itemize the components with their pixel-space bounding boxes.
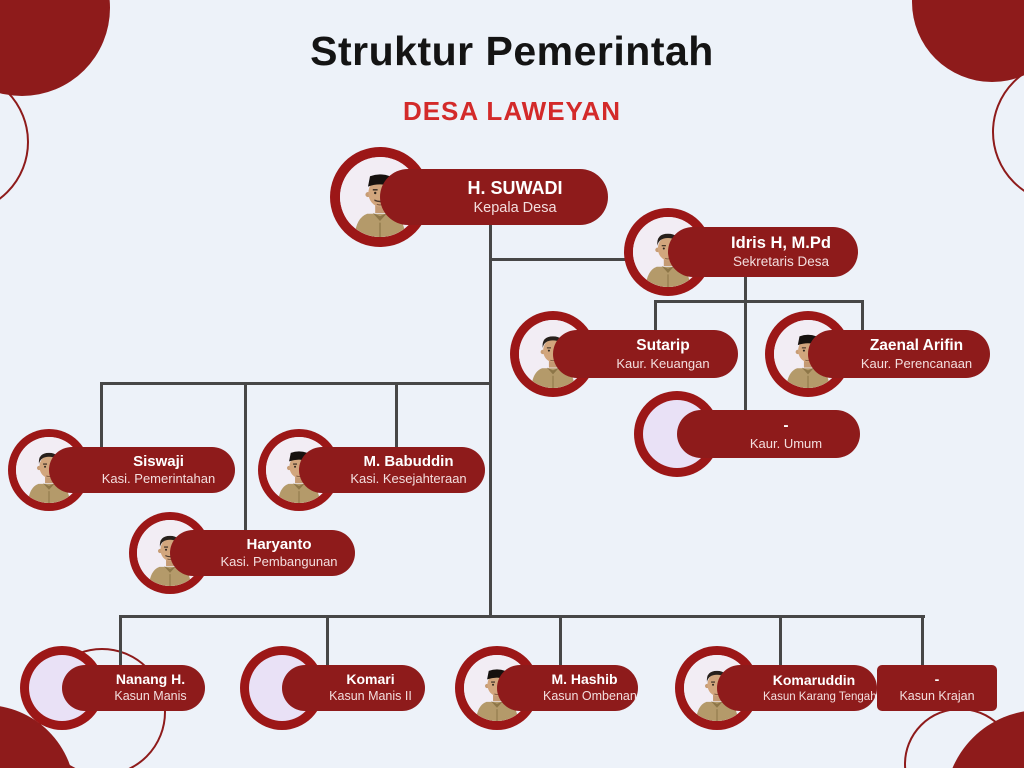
connector-kaur-perencanaan [861, 300, 864, 332]
member-role: Kasun Ombenan [543, 688, 637, 703]
member-role: Kasi. Pemerintahan [101, 471, 216, 487]
member-pill: Zaenal Arifin Kaur. Perencanaan [808, 330, 990, 378]
connector-kasi-kesejahteraan [395, 382, 398, 449]
connector-kasun-ombenan [559, 615, 562, 667]
member-role: Kaur. Umum [749, 435, 823, 451]
member-role: Kasun Manis II [329, 688, 412, 703]
member-role: Kasi. Kesejahteraan [350, 471, 467, 487]
connector-kasi-pembangunan [244, 382, 247, 532]
member-name: Siswaji [133, 452, 184, 470]
member-role: Kasun Krajan [899, 688, 975, 703]
member-name: Nanang H. [115, 671, 186, 688]
member-role: Kasun Karang Tengah [763, 690, 877, 703]
member-role: Kasun Manis [114, 688, 187, 703]
member-name: Komari [346, 671, 395, 688]
member-pill: Haryanto Kasi. Pembangunan [170, 530, 355, 576]
member-name: Zaenal Arifin [869, 337, 964, 355]
member-pill: M. Babuddin Kasi. Kesejahteraan [299, 447, 485, 493]
member-name: Komaruddin [772, 672, 856, 689]
member-name: Haryanto [246, 535, 312, 553]
connector-kasun-manis [119, 615, 122, 667]
connector-kasi-branch [100, 382, 492, 385]
member-name: Sutarip [636, 337, 690, 355]
page-title: Struktur Pemerintah [310, 28, 714, 74]
member-pill: H. SUWADI Kepala Desa [380, 169, 608, 225]
member-name: - [783, 417, 789, 435]
member-pill: Komari Kasun Manis II [282, 665, 425, 711]
member-pill: M. Hashib Kasun Ombenan [497, 665, 638, 711]
member-name: - [934, 671, 940, 688]
member-role: Kasi. Pembangunan [220, 554, 338, 570]
connector-kaur-keuangan [654, 300, 657, 332]
member-pill: Idris H, M.Pd Sekretaris Desa [668, 227, 858, 277]
connector-sekretaris-down [744, 277, 747, 413]
connector-to-sekretaris [489, 258, 628, 261]
connector-kasun-karang-tengah [779, 615, 782, 667]
connector-kasun-krajan [921, 615, 924, 667]
connector-kasun-manis-ii [326, 615, 329, 667]
page-subtitle: DESA LAWEYAN [402, 96, 622, 126]
member-pill: - Kaur. Umum [677, 410, 860, 458]
member-pill: Komaruddin Kasun Karang Tengah [717, 665, 877, 711]
member-role: Kaur. Perencanaan [860, 355, 973, 371]
member-name: H. SUWADI [467, 177, 563, 198]
member-pill: Nanang H. Kasun Manis [62, 665, 205, 711]
connector-kasun-branch [119, 615, 925, 618]
member-role: Kepala Desa [473, 200, 557, 217]
member-name: Idris H, M.Pd [731, 234, 831, 253]
connector-kepala-main [489, 222, 492, 618]
connector-kaur-branch [654, 300, 864, 303]
member-name: M. Hashib [551, 671, 618, 688]
member-role: Sekretaris Desa [732, 253, 830, 269]
member-role: Kaur. Keuangan [616, 355, 710, 371]
connector-kasi-pemerintahan [100, 382, 103, 449]
member-pill: Siswaji Kasi. Pemerintahan [49, 447, 235, 493]
member-pill: - Kasun Krajan [877, 665, 997, 711]
member-name: M. Babuddin [363, 452, 454, 470]
member-pill: Sutarip Kaur. Keuangan [553, 330, 738, 378]
